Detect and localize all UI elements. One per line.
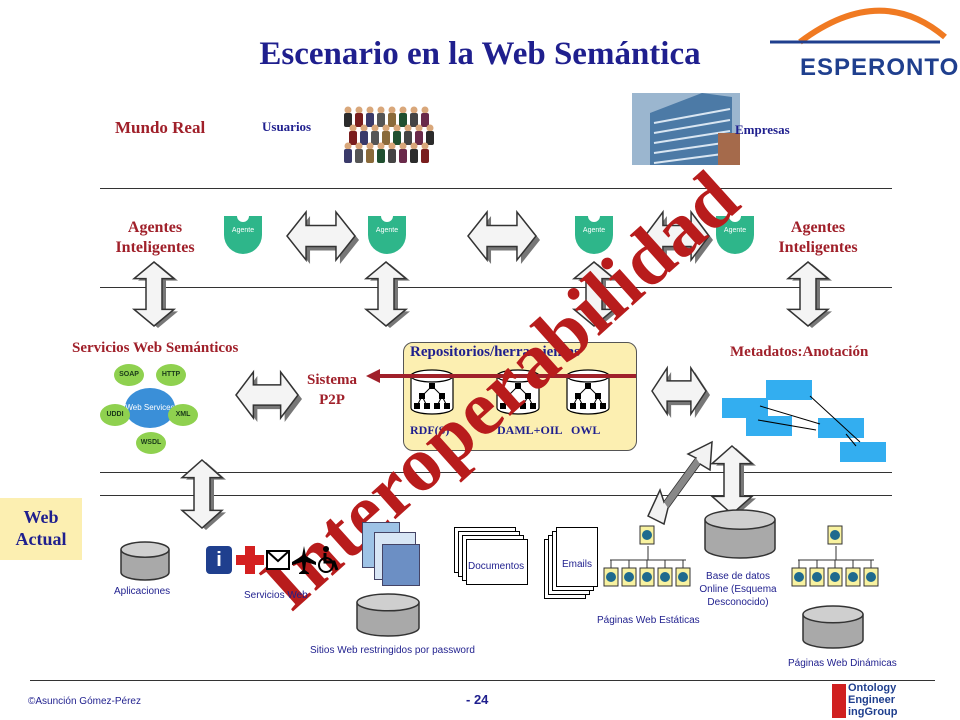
- airplane-icon: [292, 546, 316, 574]
- email-page: [556, 527, 598, 587]
- oeg-logo-mark: [832, 684, 846, 718]
- double-arrow-vertical-icon: [785, 261, 832, 328]
- paginas-dinamicas-label: Páginas Web Dinámicas: [788, 658, 897, 669]
- web-services-center: Web Services: [125, 388, 175, 428]
- separator-line: [100, 495, 892, 496]
- agent-label: Agente: [231, 227, 255, 234]
- agent-icon: Agente: [716, 210, 754, 254]
- documentos-label: Documentos: [468, 561, 525, 572]
- envelope-icon: [266, 550, 290, 570]
- footer-line: [30, 680, 935, 681]
- double-arrow-vertical-icon: [131, 261, 178, 328]
- mundo-real-label: Mundo Real: [115, 118, 206, 137]
- double-arrow-vertical-icon: [180, 458, 226, 530]
- web-services-diagram: Web Services SOAP HTTP XML WSDL UDDI: [100, 360, 200, 460]
- annotation-block: [818, 418, 864, 438]
- database-icon: [566, 369, 610, 415]
- oeg-logo-line: Ontology: [848, 682, 897, 694]
- ws-node: WSDL: [136, 432, 166, 454]
- double-arrow-horizontal-icon: [467, 209, 540, 264]
- page-title: Escenario en la Web Semántica: [259, 36, 701, 72]
- sitios-password-label: Sitios Web restringidos por password: [310, 645, 475, 656]
- annotation-links: [757, 395, 861, 447]
- servicios-web-label: Servicios Web: [244, 590, 308, 601]
- esperonto-logo: ESPERONTO: [770, 2, 958, 90]
- repo-item: RDF(S): [410, 423, 450, 437]
- document-page: [466, 539, 528, 585]
- agent-label: Agente: [582, 227, 606, 234]
- database-icon: [802, 605, 864, 649]
- oeg-logo: Ontology Engineer ingGroup: [832, 680, 942, 720]
- double-arrow-vertical-icon: [363, 261, 410, 328]
- agentes-left-label: Agentes Inteligentes: [115, 219, 195, 256]
- building-icon: [632, 93, 740, 165]
- repo-item: DAML+OIL: [497, 423, 563, 437]
- page-number: - 24: [466, 692, 489, 707]
- red-cross-icon: [236, 546, 264, 574]
- info-icon: i: [206, 546, 232, 574]
- agent-icon: Agente: [368, 210, 406, 254]
- double-arrow-horizontal-icon: [644, 209, 713, 264]
- empresas-label: Empresas: [735, 122, 790, 137]
- logo-arc-icon: [770, 7, 947, 45]
- base-datos-label: Base de datos Online (Esquema Desconocid…: [699, 571, 777, 608]
- separator-line: [100, 472, 892, 473]
- database-icon: [704, 509, 776, 559]
- documents-stack: Documentos: [454, 527, 530, 589]
- database-icon: [356, 593, 420, 637]
- emails-label: Emails: [562, 559, 593, 570]
- ws-node: SOAP: [114, 364, 144, 386]
- agent-label: Agente: [723, 227, 747, 234]
- restricted-sites-screens: [362, 522, 422, 586]
- annotation-block: [840, 442, 886, 462]
- servicios-web-icons: i: [206, 544, 340, 576]
- ws-node: UDDI: [100, 404, 130, 426]
- double-arrow-horizontal-icon: [651, 365, 710, 418]
- annotation-block: [766, 380, 812, 400]
- oeg-logo-line: ingGroup: [848, 706, 898, 718]
- database-icon: [496, 369, 540, 415]
- static-pages-tree: [603, 525, 691, 587]
- separator-line: [100, 287, 892, 288]
- double-arrow-vertical-icon: [571, 261, 618, 328]
- sistema-p2p-label: Sistema P2P: [307, 372, 357, 408]
- web-actual-label: Web Actual: [0, 498, 82, 560]
- wheelchair-icon: [318, 546, 339, 573]
- repo-item: OWL: [571, 423, 601, 437]
- ws-node: HTTP: [156, 364, 186, 386]
- oeg-logo-line: Engineer: [848, 694, 896, 706]
- people-crowd-icon: [344, 106, 434, 163]
- servicios-semanticos-label: Servicios Web Semánticos: [72, 340, 239, 356]
- red-arrow-icon: [366, 369, 636, 383]
- annotation-block: [722, 398, 768, 418]
- double-arrow-vertical-icon: [710, 444, 756, 516]
- paginas-estaticas-label: Páginas Web Estáticas: [597, 615, 700, 626]
- database-icon: [120, 541, 170, 581]
- aplicaciones-label: Aplicaciones: [114, 586, 171, 597]
- agent-icon: Agente: [575, 210, 613, 254]
- double-arrow-horizontal-icon: [235, 369, 302, 422]
- screen-thumbnail: [382, 544, 420, 586]
- double-arrow-horizontal-icon: [286, 209, 359, 264]
- usuarios-label: Usuarios: [262, 119, 312, 134]
- logo-text: ESPERONTO: [800, 54, 960, 81]
- annotation-block: [746, 416, 792, 436]
- repositorios-label: Repositorios/herramientas: [410, 344, 580, 360]
- agentes-right-label: Agentes Inteligentes: [778, 219, 858, 256]
- agent-icon: Agente: [224, 210, 262, 254]
- author-credit: ©Asunción Gómez-Pérez: [28, 696, 141, 707]
- separator-line: [100, 188, 892, 189]
- agent-label: Agente: [375, 227, 399, 234]
- ws-node: XML: [168, 404, 198, 426]
- metadatos-label: Metadatos:Anotación: [730, 344, 869, 360]
- dynamic-pages-tree: [791, 525, 879, 587]
- emails-stack: Emails: [544, 527, 600, 601]
- double-arrow-diagonal-icon: [647, 440, 713, 526]
